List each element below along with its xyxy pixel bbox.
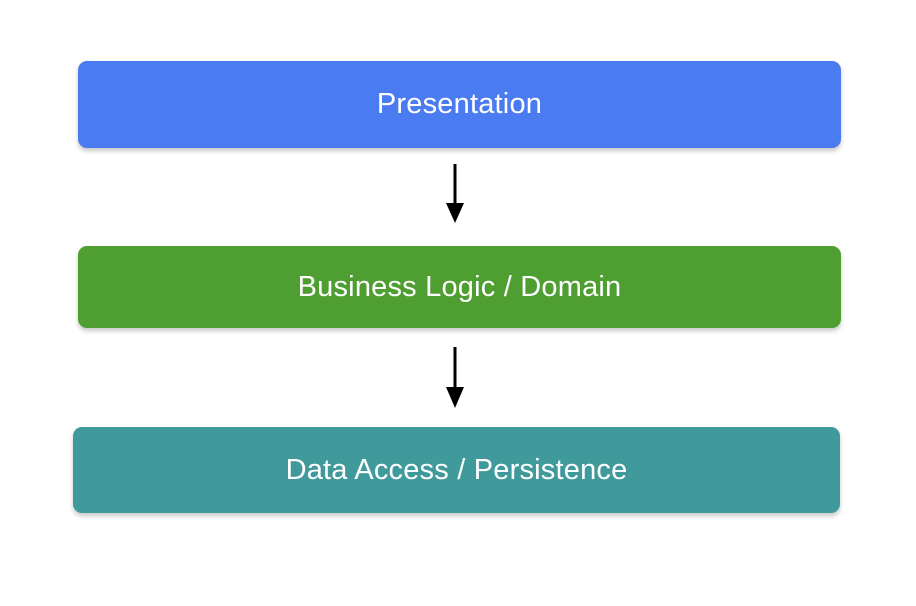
arrow-business-logic-to-data-access [443, 347, 467, 409]
layer-label-data-access: Data Access / Persistence [285, 453, 628, 486]
layer-box-presentation[interactable]: Presentation [78, 61, 841, 148]
layer-label-presentation: Presentation [376, 88, 543, 120]
layer-label-business-logic: Business Logic / Domain [297, 270, 622, 303]
layer-box-business-logic[interactable]: Business Logic / Domain [78, 246, 841, 328]
arrow-presentation-to-business-logic [443, 164, 467, 224]
layer-box-data-access[interactable]: Data Access / Persistence [73, 427, 840, 513]
